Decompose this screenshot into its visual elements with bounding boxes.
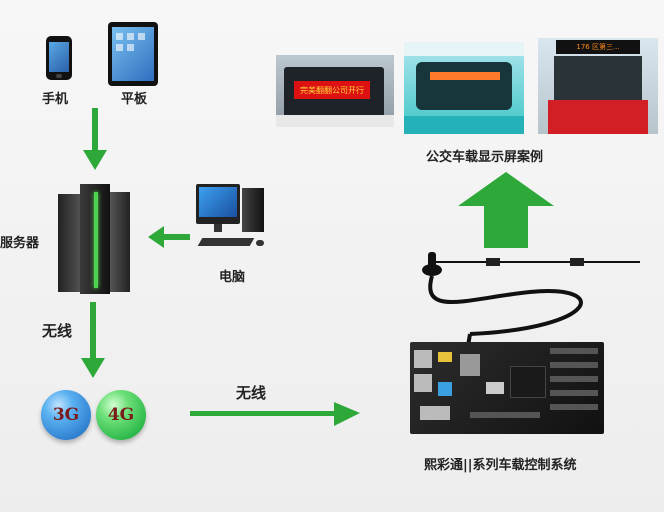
tablet-label: 平板: [121, 92, 148, 107]
arrow-up-big: [458, 172, 554, 248]
wireless-label-horizontal: 无线: [236, 384, 267, 402]
server-icon: [52, 184, 132, 296]
phone-label: 手机: [42, 92, 69, 107]
arrow-right-wireless: [190, 402, 360, 426]
controller-label: 熙彩通||系列车载控制系统: [424, 458, 577, 473]
bus-photo-1: 完美翻翻公司开行: [276, 55, 394, 127]
server-label: 服务器: [0, 236, 40, 251]
arrow-down-server: [81, 302, 105, 378]
tablet-icon: [108, 22, 158, 86]
bus-photo-2: [404, 42, 524, 134]
bus-cases-label: 公交车载显示屏案例: [426, 150, 544, 165]
badge-4g-text: 4G: [107, 405, 135, 425]
arrow-down-devices: [83, 108, 107, 170]
arrow-left-computer: [148, 226, 190, 248]
controller-board: [410, 342, 604, 434]
badge-3g: 3G: [41, 390, 91, 440]
computer-icon: [196, 184, 268, 258]
badge-3g-text: 3G: [52, 405, 80, 425]
wireless-label-vertical: 无线: [42, 322, 73, 340]
badge-4g: 4G: [96, 390, 146, 440]
computer-label: 电脑: [219, 270, 246, 285]
antenna-icon: [422, 252, 640, 347]
bus-photo-3-route: 176 区第三...: [576, 43, 620, 51]
bus-photo-1-sign: 完美翻翻公司开行: [300, 85, 364, 95]
phone-icon: [46, 36, 72, 80]
bus-photo-3: 176 区第三...: [538, 38, 658, 134]
